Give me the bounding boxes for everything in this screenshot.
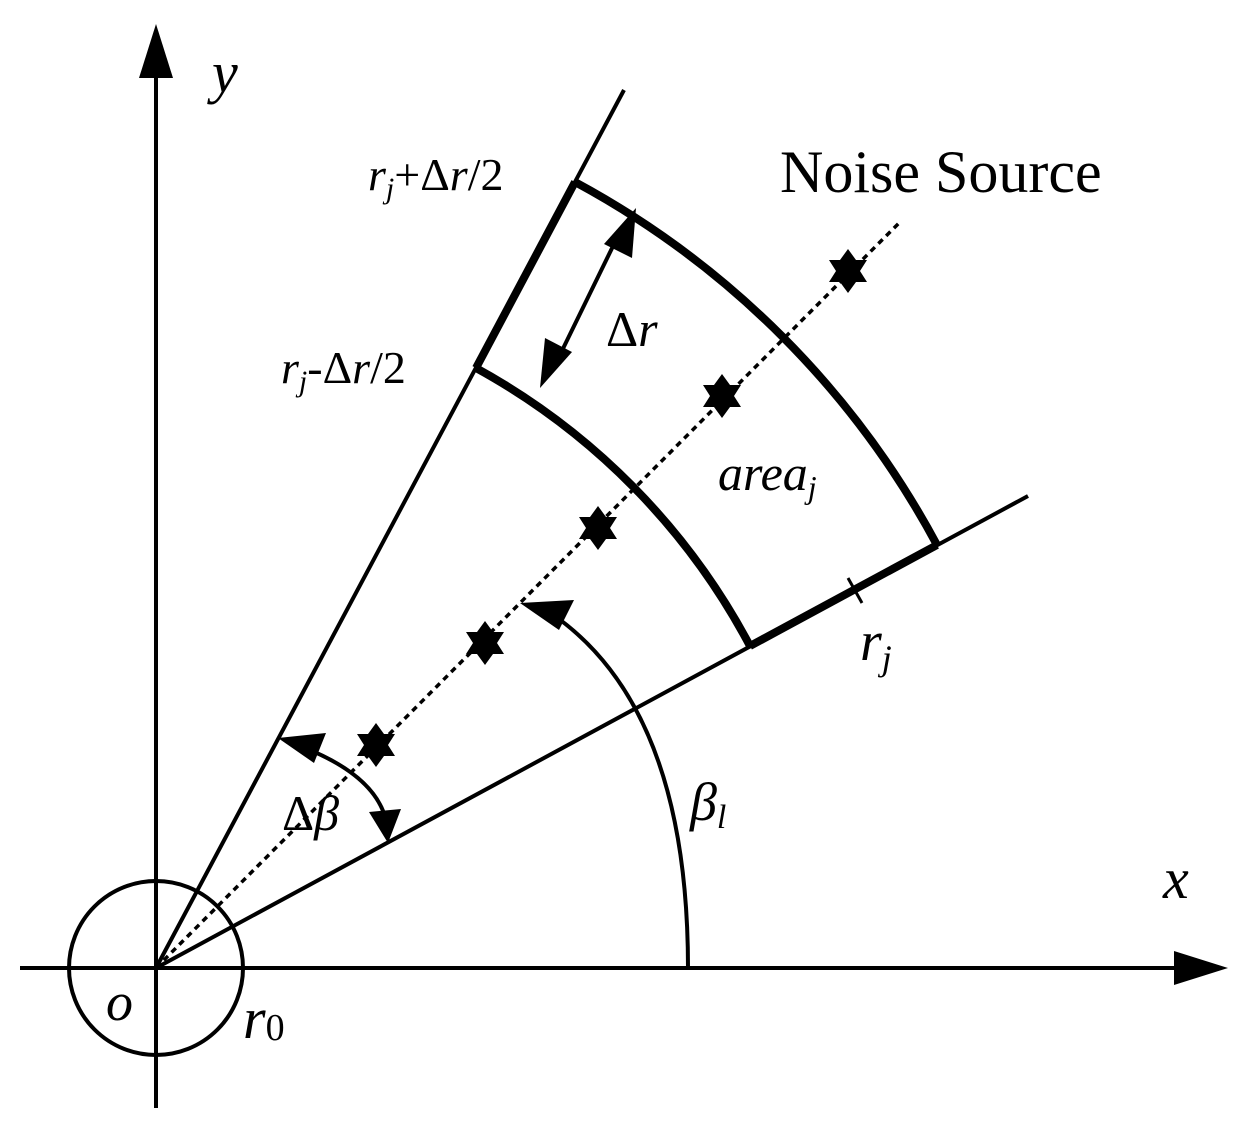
rj-label: rj <box>860 611 892 678</box>
delta-r-label: Δr <box>606 301 658 357</box>
r0-label: r0 <box>243 986 285 1051</box>
origin-label: o <box>106 972 133 1032</box>
delta-r-arrow <box>540 208 636 388</box>
outer-radius-label: rj+Δr/2 <box>368 149 503 205</box>
delta-beta-arrow <box>278 733 401 843</box>
bisector-dashed-line <box>154 220 902 970</box>
y-axis-arrowhead <box>139 24 173 78</box>
axes <box>20 60 1190 1108</box>
star-of-david-icon <box>357 723 395 767</box>
star-of-david-icon <box>466 621 504 665</box>
rj-tick <box>846 577 864 604</box>
beta-arrow <box>520 600 690 969</box>
x-axis-label: x <box>1162 846 1189 911</box>
y-axis-label: y <box>207 40 238 105</box>
delta-beta-label: Δβ <box>282 785 339 841</box>
x-axis-arrowhead <box>1174 951 1228 985</box>
outer-arc <box>573 178 941 547</box>
r0-circle <box>67 879 245 1057</box>
inner-arc <box>474 364 754 648</box>
noise-source-label: Noise Source <box>780 139 1102 205</box>
star-of-david-icon <box>703 374 741 418</box>
noise-source-markers <box>357 249 867 767</box>
star-of-david-icon <box>579 506 617 550</box>
star-of-david-icon <box>829 249 867 293</box>
area-label: areaj <box>718 445 817 505</box>
lower-ring-edge <box>748 541 939 650</box>
inner-radius-label: rj-Δr/2 <box>281 342 406 398</box>
upper-ring-edge <box>472 180 579 370</box>
beta-label: βl <box>689 772 726 836</box>
